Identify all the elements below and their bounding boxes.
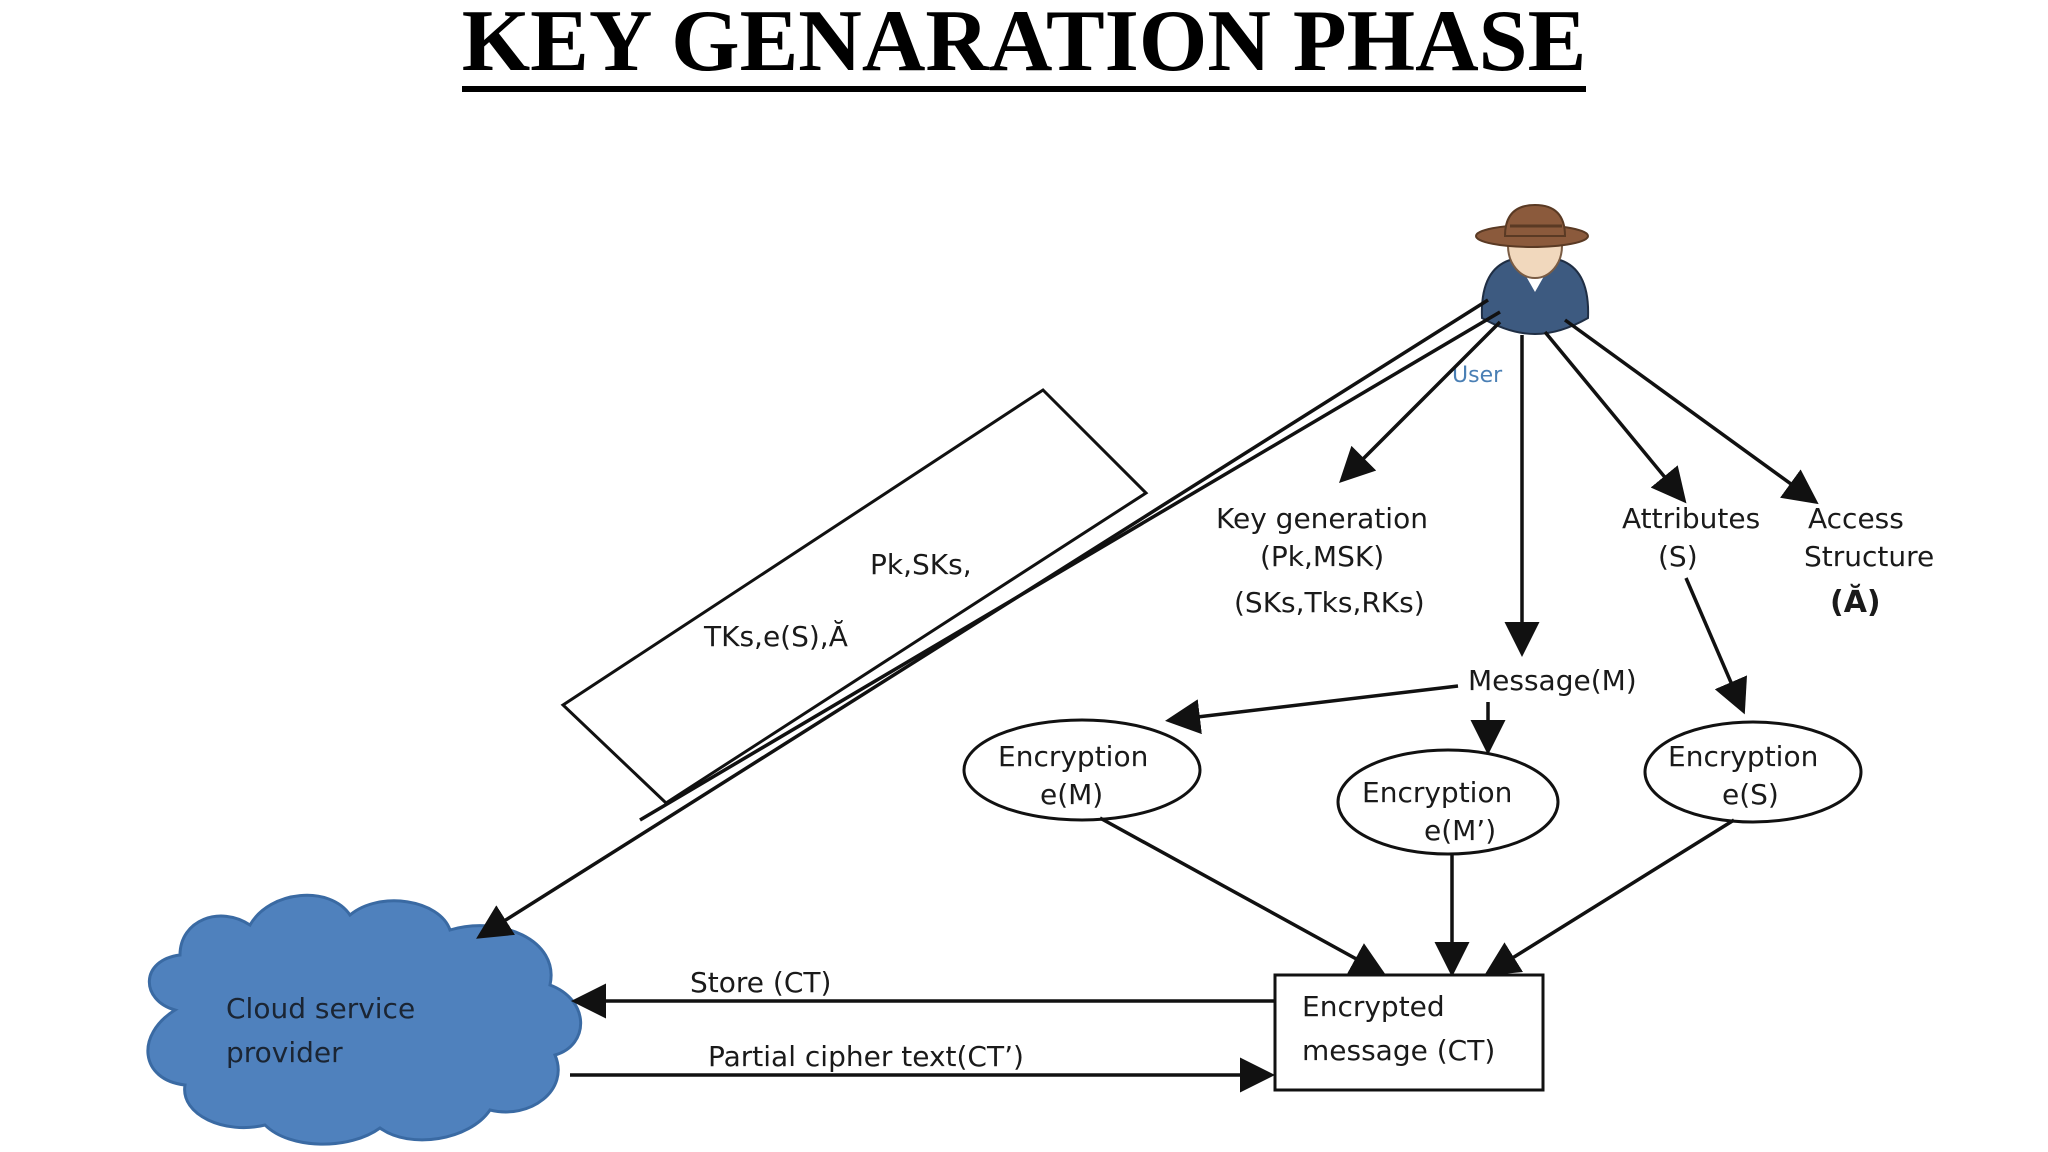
channel-box-line2: TKs,e(S),Ă [703,619,848,653]
encryption-s-title: Encryption [1668,740,1818,773]
arrow-message-to-enc-m [1165,684,1459,735]
encryption-m-title: Encryption [998,740,1148,773]
arrow-enc-m-to-ct [1099,816,1387,976]
encrypted-message-line1: Encrypted [1302,990,1445,1023]
attributes-symbol: (S) [1658,540,1698,573]
encryption-s-value: e(S) [1722,778,1779,811]
page-title-text: KEY GENARATION PHASE [461,0,1587,92]
channel-box [560,388,1149,805]
key-generation-keys: (SKs,Tks,RKs) [1234,586,1425,619]
encryption-m-prime-value: e(M’) [1424,814,1496,847]
partial-ct-label: Partial cipher text(CT’) [708,1040,1024,1073]
encrypted-message-line2: message (CT) [1302,1034,1495,1067]
access-structure-line2: Structure [1804,540,1934,573]
user-to-cloud-line-outer [639,310,1501,822]
arrow-to-key-generation [1339,320,1502,483]
encrypted-message-box [1273,973,1545,1092]
page-title: KEY GENARATION PHASE [0,0,2048,92]
key-generation-params: (Pk,MSK) [1260,540,1384,573]
channel-box-line1: Pk,SKs, [870,548,972,581]
encryption-m-value: e(M) [1040,778,1103,811]
attributes-title: Attributes [1622,502,1760,535]
user-label: User [1452,363,1503,388]
arrow-to-attributes [1543,330,1687,504]
arrow-enc-s-to-ct [1484,818,1735,976]
cloud-label-line1: Cloud service [226,992,415,1025]
message-label: Message(M) [1468,664,1637,697]
arrow-to-access-structure [1563,318,1819,505]
encryption-m-node [962,718,1202,822]
access-structure-symbol: (Ă) [1830,583,1881,620]
encryption-m-prime-title: Encryption [1362,776,1512,809]
cloud-label-line2: provider [226,1036,343,1069]
encryption-s-node [1643,720,1863,824]
access-structure-line1: Access [1808,502,1904,535]
key-generation-title: Key generation [1216,502,1428,535]
store-ct-label: Store (CT) [690,966,831,999]
encryption-m-prime-node [1336,748,1560,856]
arrow-attributes-to-enc-s [1684,577,1747,715]
cloud-icon [146,893,583,1146]
user-icon [1475,203,1590,336]
